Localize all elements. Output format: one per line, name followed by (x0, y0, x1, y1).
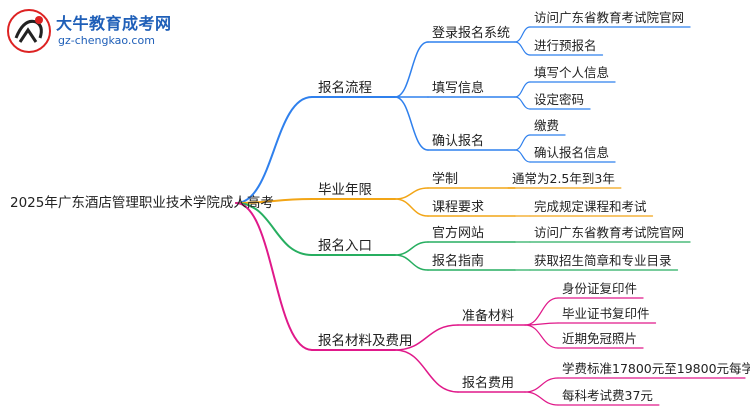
leaf-node: 身份证复印件 (562, 281, 637, 296)
leaf-node: 缴费 (534, 118, 559, 133)
branch-node: 报名入口 (318, 238, 372, 254)
leaf-link (514, 96, 531, 110)
leaf-node: 进行预报名 (534, 38, 597, 53)
subtopic-node: 登录报名系统 (432, 25, 510, 41)
subtopic-link (394, 41, 429, 98)
subtopic-node: 报名指南 (432, 253, 484, 269)
branch-link (235, 202, 313, 351)
leaf-link (514, 81, 531, 98)
logo-title: 大牛教育成考网 (56, 14, 172, 33)
subtopic-node: 填写信息 (432, 80, 484, 96)
subtopic-link (394, 324, 459, 351)
leaf-node: 确认报名信息 (534, 145, 609, 160)
logo-url: gz-chengkao.com (58, 34, 155, 47)
mascot-logo-icon (7, 9, 51, 53)
branch-node: 毕业年限 (318, 182, 372, 198)
subtopic-node: 报名费用 (462, 375, 514, 391)
leaf-link (524, 324, 559, 349)
leaf-node: 每科考试费37元 (562, 388, 653, 403)
root-node: 2025年广东酒店管理职业技术学院成人高考 (10, 194, 274, 211)
branch-link (235, 198, 313, 204)
subtopic-node: 课程要求 (432, 200, 484, 215)
subtopic-link (394, 241, 429, 256)
subtopic-link (394, 349, 459, 393)
leaf-node: 访问广东省教育考试院官网 (534, 10, 684, 25)
leaf-node: 完成规定课程和考试 (534, 199, 647, 214)
leaf-node: 填写个人信息 (534, 65, 609, 80)
subtopic-link (394, 96, 429, 151)
leaf-link (514, 41, 531, 56)
leaf-link (524, 391, 559, 406)
branch-node: 报名材料及费用 (318, 333, 413, 349)
leaf-link (524, 297, 559, 326)
subtopic-link (394, 187, 429, 200)
leaf-link (524, 377, 559, 393)
leaf-link (514, 134, 531, 151)
leaf-node: 设定密码 (534, 92, 584, 107)
leaf-node: 访问广东省教育考试院官网 (534, 225, 684, 240)
leaf-node: 毕业证书复印件 (562, 306, 650, 321)
subtopic-link (394, 254, 429, 271)
subtopic-node: 确认报名 (432, 133, 484, 149)
site-logo[interactable]: 大牛教育成考网 gz-chengkao.com (6, 8, 186, 56)
branch-node: 报名流程 (318, 80, 372, 96)
leaf-node: 学费标准17800元至19800元每学年 (562, 361, 750, 376)
subtopic-node: 准备材料 (462, 308, 514, 324)
leaf-link (514, 149, 531, 163)
leaf-node: 获取招生简章和专业目录 (534, 253, 672, 268)
leaf-node: 通常为2.5年到3年 (512, 171, 615, 186)
subtopic-link (394, 198, 429, 217)
leaf-link (514, 26, 531, 43)
branch-link (235, 96, 313, 204)
subtopic-node: 官方网站 (432, 225, 484, 241)
leaf-node: 近期免冠照片 (562, 331, 637, 346)
branch-link (235, 202, 313, 256)
subtopic-node: 学制 (432, 171, 458, 187)
